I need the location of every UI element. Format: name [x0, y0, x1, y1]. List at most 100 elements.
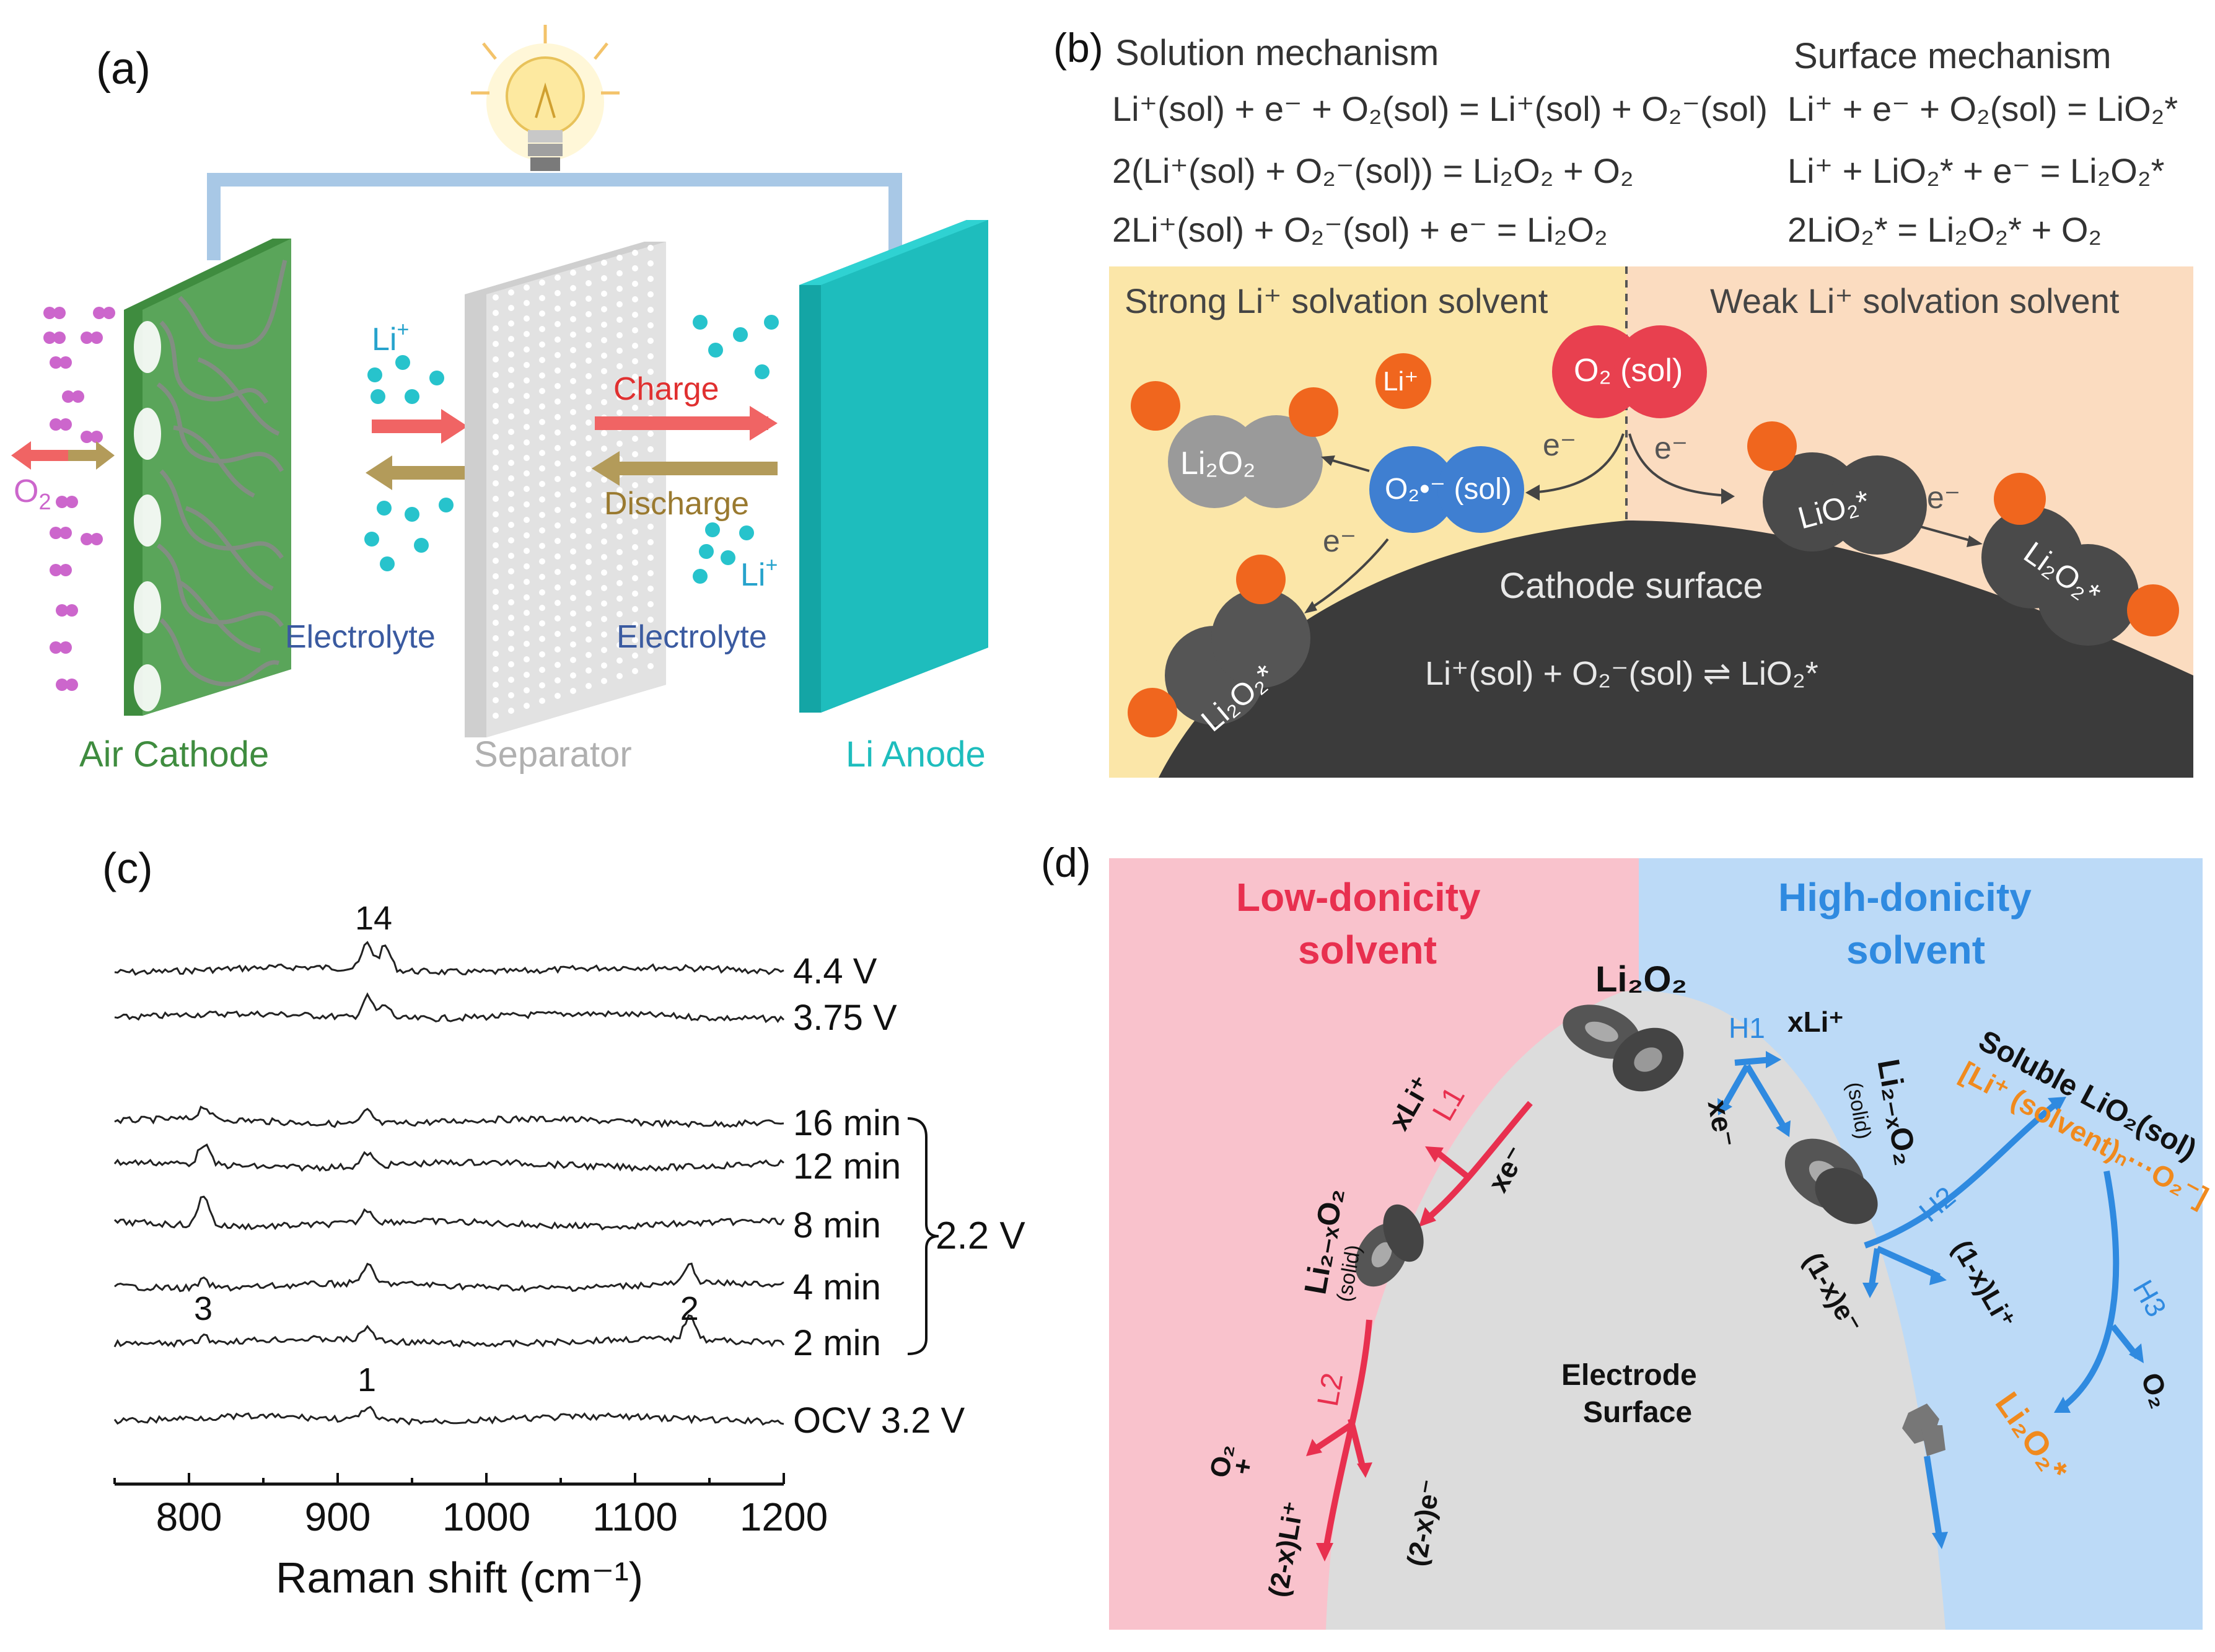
x-tick-label: 800 [156, 1495, 222, 1539]
air-cathode-label: Air Cathode [79, 734, 269, 775]
li2o2-solution-label: Li₂O₂ [1180, 446, 1255, 481]
electron-label-2: e⁻ [1654, 431, 1688, 465]
electron-label-3: e⁻ [1323, 524, 1356, 558]
li-ion-label-right: Li+ [740, 553, 778, 593]
li2o2-solution [1131, 381, 1338, 508]
raman-series-label: 4.4 V [793, 951, 877, 991]
li-ions-left [364, 355, 454, 571]
surface-eq-1: Li⁺ + e⁻ + O₂(sol) = LiO₂* [1787, 89, 2178, 128]
li2o2-star-right [1981, 473, 2179, 646]
raman-trace [114, 1262, 784, 1293]
external-wire [207, 173, 902, 260]
electrolyte-label-left: Electrolyte [285, 619, 436, 655]
solution-title: Solution mechanism [1115, 33, 1439, 73]
discharge-label: Discharge [604, 486, 749, 522]
x-tick-label: 1100 [592, 1495, 678, 1539]
raman-series-label: 2 min [793, 1323, 881, 1363]
raman-series-label: 16 min [793, 1103, 901, 1143]
o2-label: O2 [14, 473, 51, 514]
raman-series-label: 12 min [793, 1146, 901, 1187]
charge-label: Charge [613, 371, 719, 407]
panel-b: (b) Solution mechanism Surface mechanism… [1053, 25, 2193, 778]
panel-c-label: (c) [102, 844, 153, 892]
raman-trace [114, 1105, 784, 1128]
electron-label-4: e⁻ [1927, 480, 1960, 515]
h-pathway-arrowheads [1717, 1051, 2144, 1549]
o2-sol-molecule [1552, 325, 1707, 418]
separator-label: Separator [474, 734, 632, 775]
equilibrium-label: Li⁺(sol) + O₂⁻(sol) ⇌ LiO₂* [1425, 655, 1818, 692]
raman-xlabel: Raman shift (cm⁻¹) [276, 1553, 643, 1602]
li2o2-disc-top [1563, 1004, 1684, 1092]
li2xo2-disc-right [1784, 1138, 1878, 1224]
solution-eq-2: 2(Li⁺(sol) + O₂⁻(sol)) = Li₂O₂ + O₂ [1112, 151, 1634, 190]
o2-molecules [43, 307, 115, 691]
peak-label: 14 [355, 900, 392, 937]
l-pathway [1312, 1101, 1533, 1550]
surface-eq-2: Li⁺ + LiO₂* + e⁻ = Li₂O₂* [1787, 151, 2164, 190]
raman-series-label: 4 min [793, 1267, 881, 1307]
low-title-2: solvent [1298, 928, 1437, 972]
panel-a: (a) [11, 25, 988, 775]
light-bulb-icon [471, 25, 620, 171]
air-cathode [124, 239, 291, 716]
high-title-1: High-donicity [1778, 875, 2032, 920]
peak-label: 3 [194, 1290, 213, 1327]
l2-label: L2 [1312, 1371, 1349, 1409]
li2o2-particle [1902, 1404, 1945, 1456]
group-brace [907, 1117, 939, 1355]
li-ions-right [693, 315, 779, 584]
raman-trace [114, 941, 784, 976]
cathode-surface [1159, 521, 2193, 778]
li2o2-star-left [1128, 555, 1310, 737]
xe-label-right: xe⁻ [1702, 1097, 1742, 1149]
raman-trace [113, 1314, 785, 1348]
panel-d: (d) Low-donicity solvent High-donicity s… [1041, 840, 2214, 1630]
h1-label: H1 [1729, 1012, 1765, 1044]
o2-exchange-arrow [11, 441, 115, 470]
raman-series-label: OCV 3.2 V [793, 1400, 965, 1441]
raman-trace [113, 1195, 785, 1231]
panel-b-label: (b) [1053, 25, 1103, 71]
peak-label: 1 [357, 1361, 376, 1399]
separator [465, 242, 666, 737]
superoxide [1369, 446, 1524, 533]
electron-arrows [1306, 433, 1977, 612]
li-anode [799, 220, 988, 713]
li-ion-label-left: Li+ [372, 318, 409, 358]
superoxide-label: O₂•⁻ (sol) [1385, 473, 1512, 506]
solution-eq-3: 2Li⁺(sol) + O₂⁻(sol) + e⁻ = Li₂O₂ [1112, 210, 1608, 249]
surface-title: Surface mechanism [1794, 36, 2112, 76]
h-pathway [1719, 1057, 2140, 1537]
panel-a-label: (a) [96, 44, 151, 94]
xli-label-right: xLi⁺ [1787, 1006, 1844, 1038]
lio2-star [1747, 421, 1927, 555]
x-tick-label: 1000 [442, 1495, 530, 1539]
electrode-label-2: Surface [1583, 1396, 1692, 1429]
x-tick-label: 1200 [740, 1495, 828, 1539]
raman-trace [113, 1405, 784, 1426]
electrode-label-1: Electrode [1561, 1359, 1697, 1392]
raman-series-label: 3.75 V [793, 998, 897, 1038]
high-title-2: solvent [1846, 928, 1985, 972]
li-plus-ion [1375, 353, 1431, 409]
surface-eq-3: 2LiO₂* = Li₂O₂* + O₂ [1787, 210, 2102, 249]
li-plus-label: Li⁺ [1383, 366, 1418, 397]
group-label: 2.2 V [936, 1215, 1025, 1257]
strong-solvation-label: Strong Li⁺ solvation solvent [1125, 281, 1548, 320]
cathode-surface-label: Cathode surface [1499, 566, 1763, 606]
raman-trace [114, 992, 785, 1024]
peak-label: 2 [680, 1290, 699, 1327]
weak-solvation-label: Weak Li⁺ solvation solvent [1710, 281, 2120, 320]
arrows-right [592, 406, 778, 486]
li2o2-top-label: Li₂O₂ [1595, 959, 1687, 1000]
low-title-1: Low-donicity [1236, 875, 1481, 920]
x-tick-label: 900 [305, 1495, 371, 1539]
o2-product-label: O₂ [1204, 1442, 1240, 1480]
li2xo2-disc-left [1355, 1204, 1424, 1287]
panel-d-label: (d) [1041, 840, 1091, 885]
raman-series-label: 8 min [793, 1205, 881, 1246]
